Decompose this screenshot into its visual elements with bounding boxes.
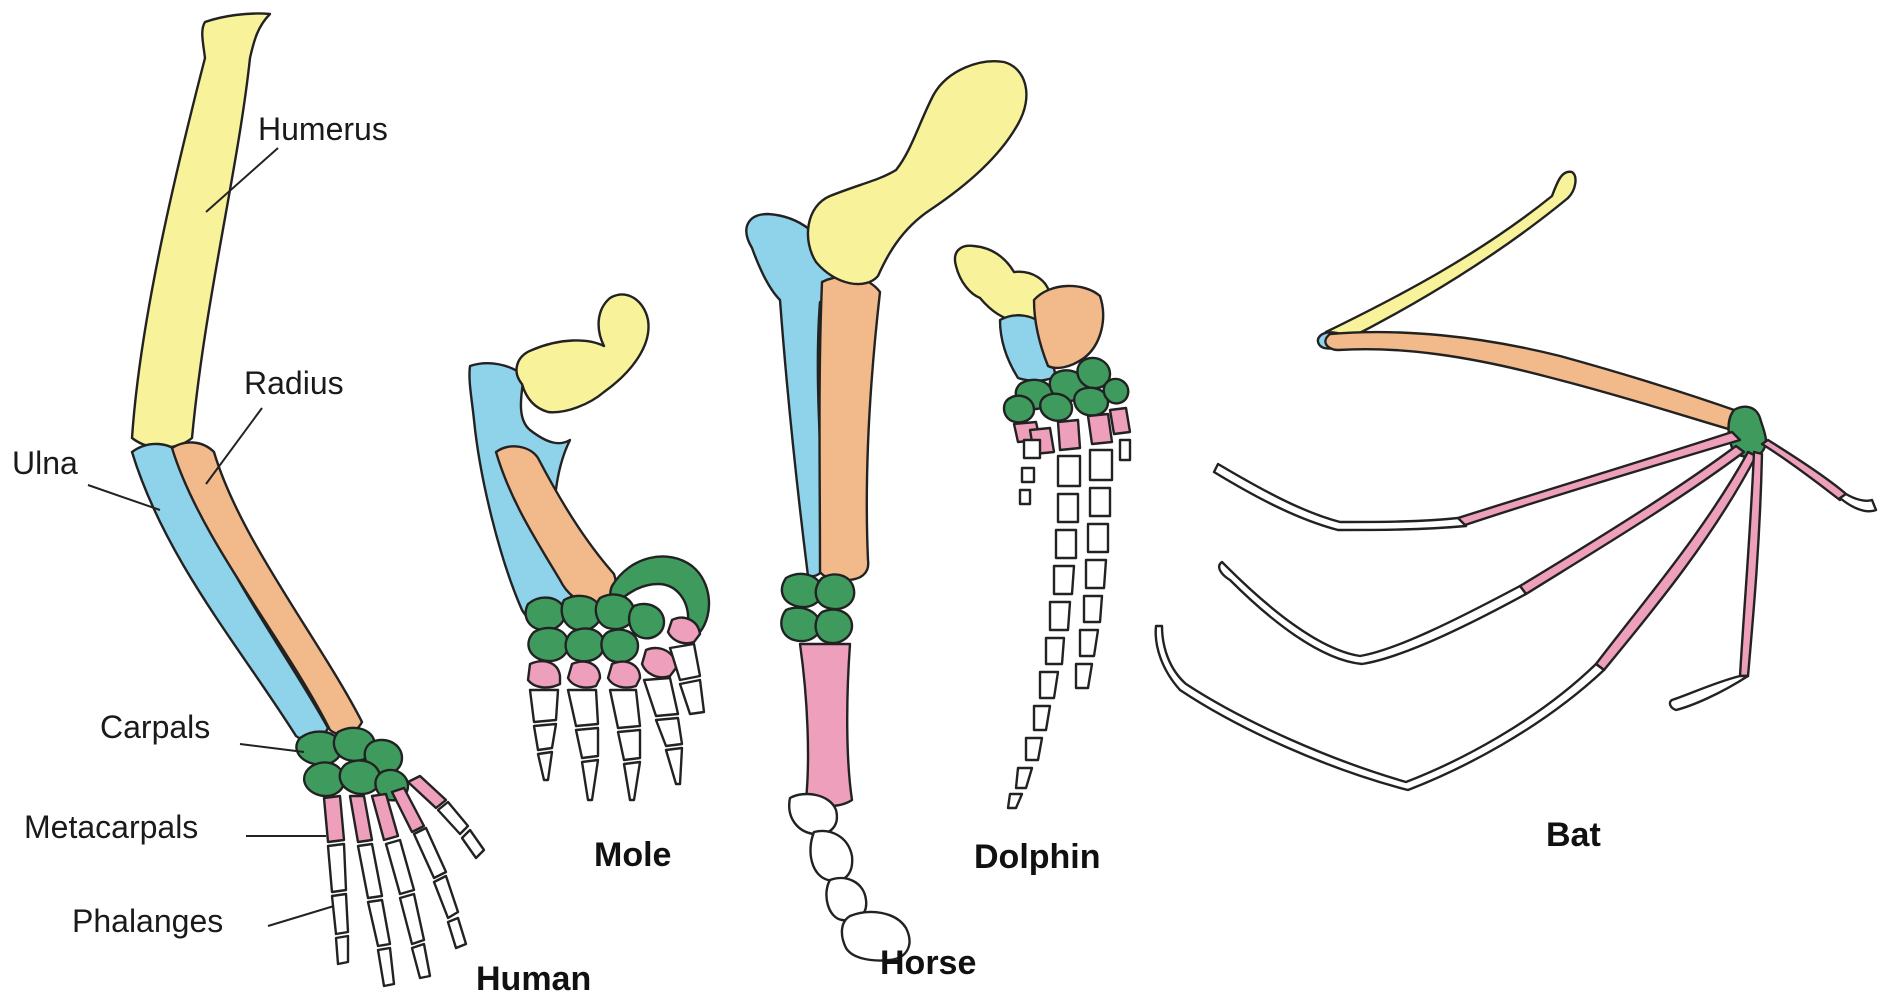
bat-limb [1156,172,1876,790]
label-ulna: Ulna [12,445,78,481]
carpals-leader [240,744,304,752]
horse-cannon-bone [800,644,852,806]
label-carpals: Carpals [100,709,210,745]
dolphin-phalanges [1008,440,1130,808]
horse-carpals [781,574,854,643]
label-phalanges: Phalanges [72,903,223,939]
species-dolphin: Dolphin [974,838,1101,876]
label-radius: Radius [244,365,344,401]
human-phalanges [328,802,484,986]
horse-phalanges [789,794,909,961]
species-horse: Horse [880,944,976,982]
human-carpals [296,728,408,801]
horse-limb [746,61,1026,960]
species-mole: Mole [594,836,671,874]
mole-humerus [517,294,649,412]
label-metacarpals: Metacarpals [24,809,198,845]
species-human: Human [476,960,591,998]
phalanges-leader [268,906,334,926]
bat-phalanges [1156,464,1876,790]
species-bat: Bat [1546,816,1601,854]
dolphin-limb [955,246,1130,808]
mole-carpals [526,594,664,662]
human-ulna [132,444,328,740]
mole-limb [469,294,709,800]
radius-leader [206,408,262,484]
dolphin-radius [1034,286,1103,368]
label-humerus: Humerus [258,111,388,147]
bat-humerus [1323,172,1575,344]
bat-radius [1325,332,1742,430]
bat-metacarpals [1458,432,1846,676]
horse-radius [820,277,881,580]
